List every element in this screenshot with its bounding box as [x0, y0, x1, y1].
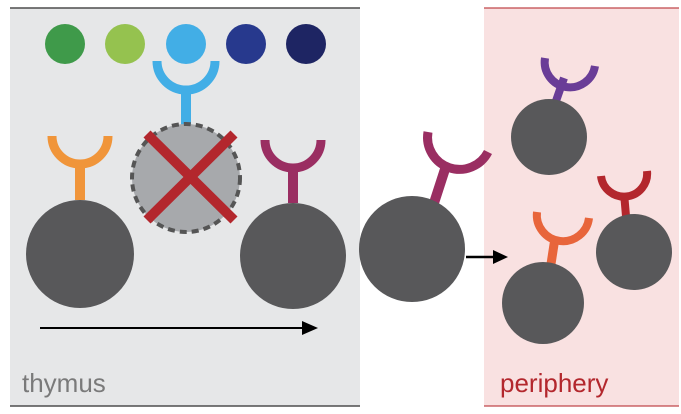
antigen-dot-icon: [226, 24, 266, 64]
antigen-dot-icon: [166, 24, 206, 64]
antigen-dot-icon: [286, 24, 326, 64]
receptor-icon: [540, 57, 599, 92]
t-cell-coral: [502, 211, 593, 344]
antigen-dot-row: [45, 24, 326, 64]
thymus-label: thymus: [22, 368, 106, 398]
arrow-icon: [493, 250, 508, 264]
periphery-region: periphery: [484, 7, 679, 407]
t-cell-purple: [511, 57, 599, 175]
receptor-icon: [532, 211, 593, 246]
receptor-stem: [429, 164, 451, 205]
t-cell-migrating: [359, 131, 492, 302]
receptor-icon: [423, 131, 492, 174]
cell-icon: [240, 203, 346, 309]
thymus-progression-arrow: [40, 321, 318, 335]
t-cell-red: [596, 170, 672, 290]
cross-icon: [143, 130, 238, 224]
arrow-icon: [302, 321, 318, 335]
antigen-dot-icon: [45, 24, 85, 64]
t-cell-orange: [26, 135, 134, 308]
receptor-icon: [47, 135, 113, 169]
receptor-icon: [260, 139, 326, 173]
cell-icon: [502, 262, 584, 344]
periphery-background: [484, 8, 679, 406]
cell-icon: [596, 214, 672, 290]
antigen-dot-icon: [105, 24, 145, 64]
t-cell-magenta: [240, 139, 346, 309]
cell-icon: [26, 200, 134, 308]
receptor-icon: [152, 60, 220, 95]
cell-icon: [511, 99, 587, 175]
periphery-label: periphery: [500, 368, 608, 398]
cell-icon: [359, 196, 465, 302]
exit-arrow: [466, 250, 508, 264]
t-cell-rejected: [130, 60, 242, 234]
receptor-icon: [597, 170, 652, 201]
